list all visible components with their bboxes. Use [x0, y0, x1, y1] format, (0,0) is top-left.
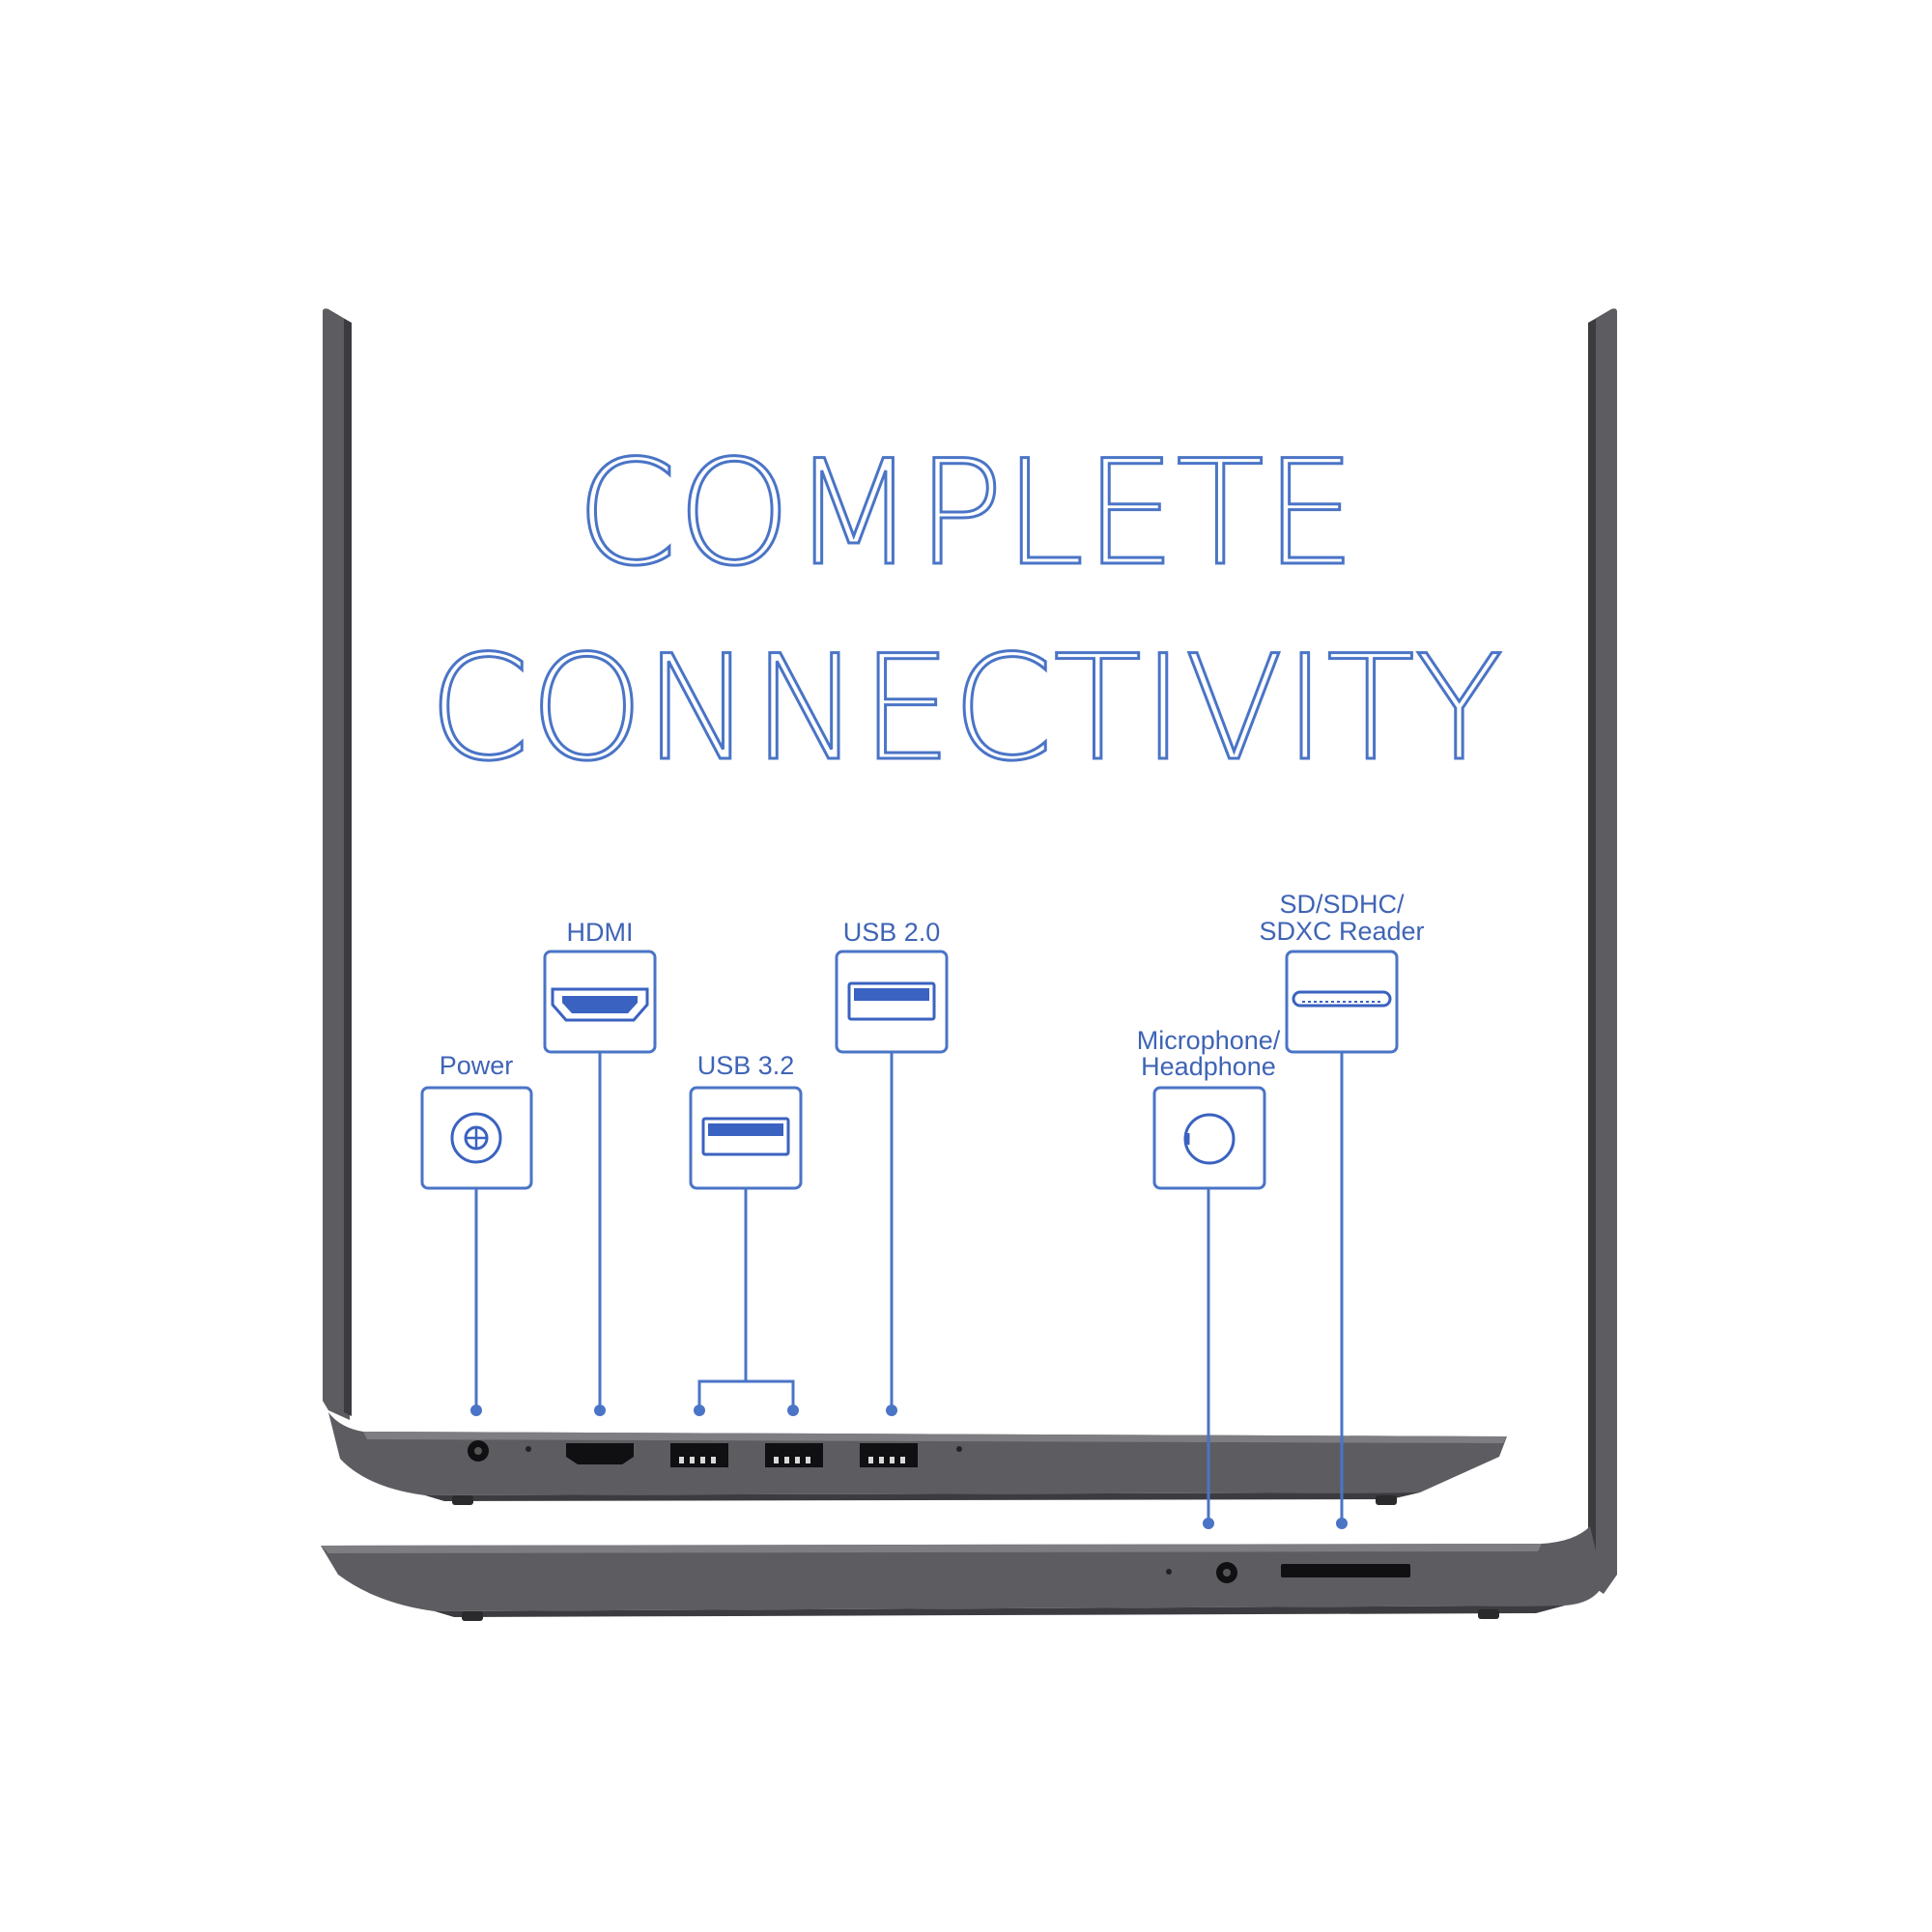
- rubber-foot: [452, 1495, 473, 1505]
- rubber-foot: [1376, 1495, 1397, 1505]
- sd-card-slot: [1281, 1564, 1410, 1577]
- usb-3-2-callout: USB 3.2: [689, 1051, 803, 1416]
- usb-3-2-port-1: [670, 1443, 728, 1467]
- sd-label-line-2: SDXC Reader: [1259, 917, 1424, 946]
- rubber-foot: [1478, 1609, 1499, 1619]
- usb-2-0-callout: USB 2.0: [835, 918, 949, 1416]
- laptop-left-lid: [323, 308, 352, 1420]
- headline-line-1: COMPLETE: [576, 430, 1355, 598]
- audio-label-line-1: Microphone/: [1137, 1026, 1281, 1055]
- usb-2-0-port: [860, 1443, 918, 1467]
- power-jack-icon: [450, 1112, 502, 1164]
- hdmi-callout: HDMI: [543, 918, 657, 1416]
- usb-3-2-port-2: [765, 1443, 823, 1467]
- hdmi-label: HDMI: [567, 918, 634, 947]
- audio-jack-icon: [1183, 1113, 1236, 1165]
- usb-3-2-label: USB 3.2: [697, 1051, 795, 1080]
- hdmi-icon: [551, 987, 649, 1022]
- sd-label-line-1: SD/SDHC/: [1279, 890, 1405, 919]
- usb-icon: [847, 981, 936, 1021]
- power-label: Power: [440, 1051, 514, 1080]
- usb-2-0-label: USB 2.0: [843, 918, 941, 947]
- power-callout: Power: [420, 1051, 533, 1416]
- rubber-foot: [462, 1611, 483, 1621]
- sd-card-icon: [1292, 990, 1392, 1008]
- hdmi-port: [566, 1443, 634, 1464]
- laptop-right-base: [321, 1526, 1604, 1621]
- laptop-right-lid: [1588, 308, 1617, 1594]
- headline-line-2: CONNECTIVITY: [429, 625, 1504, 793]
- audio-callout: Microphone/ Headphone: [1137, 1026, 1281, 1529]
- usb-icon: [701, 1117, 790, 1156]
- audio-label-line-2: Headphone: [1141, 1052, 1276, 1081]
- laptop-left-base: [328, 1412, 1507, 1505]
- sd-reader-callout: SD/SDHC/ SDXC Reader: [1259, 890, 1425, 1529]
